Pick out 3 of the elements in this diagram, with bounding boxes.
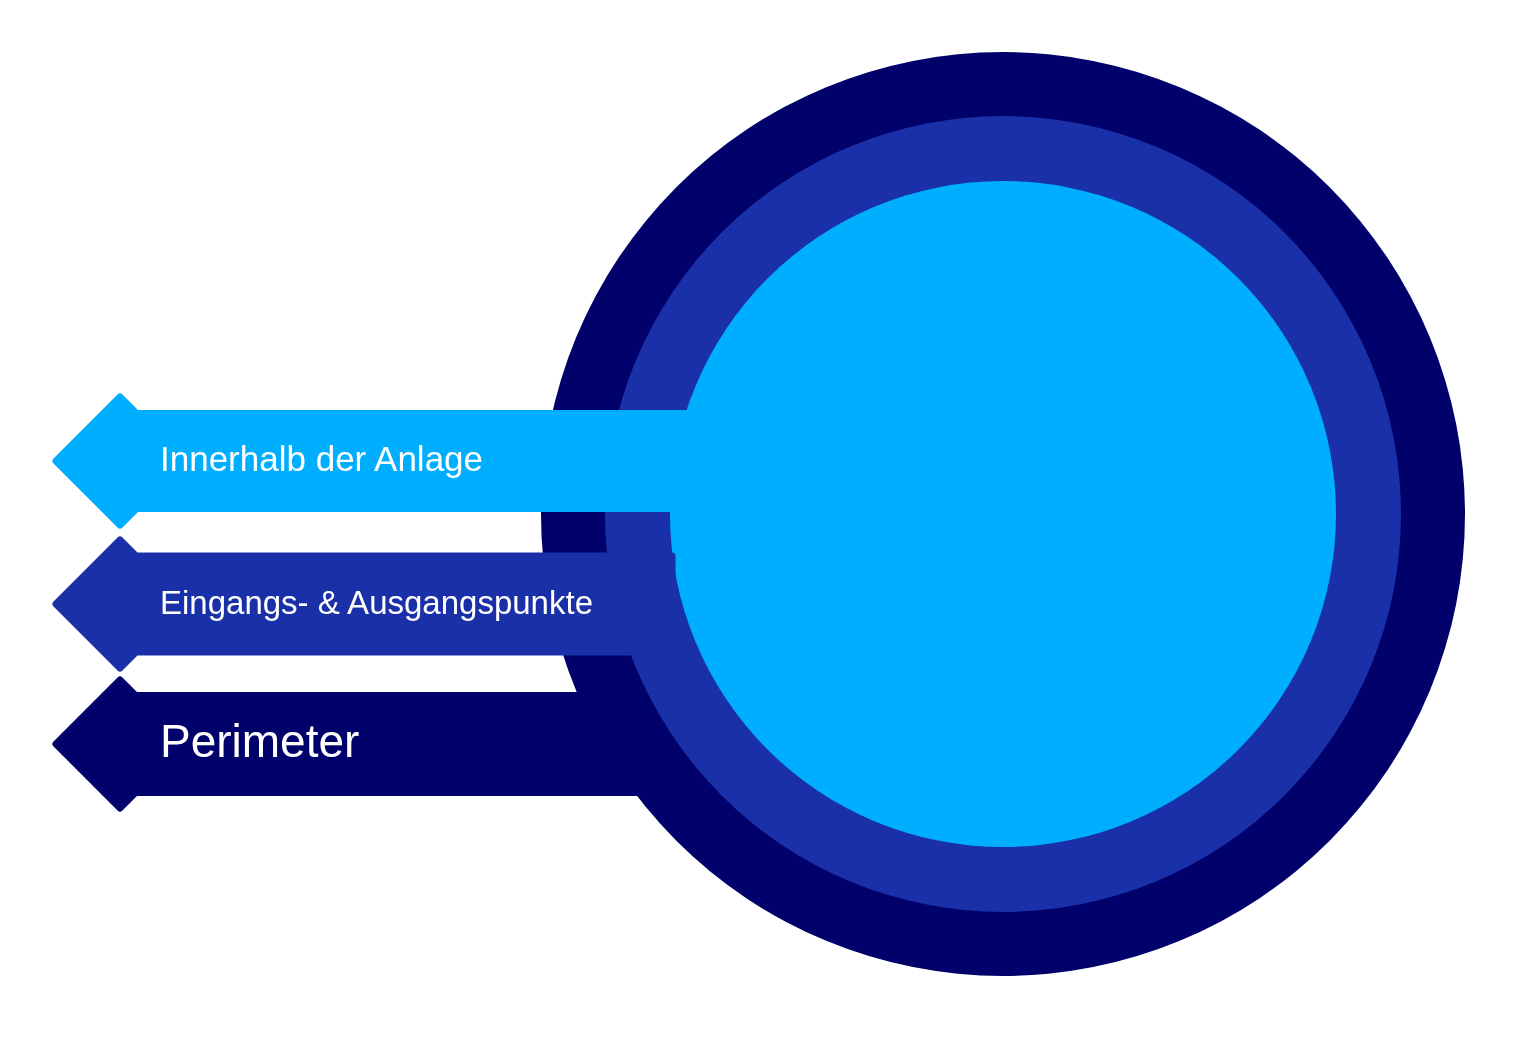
band-label: Perimeter xyxy=(160,718,360,765)
band-label: Innerhalb der Anlage xyxy=(160,441,484,477)
arrow-band xyxy=(52,392,686,529)
